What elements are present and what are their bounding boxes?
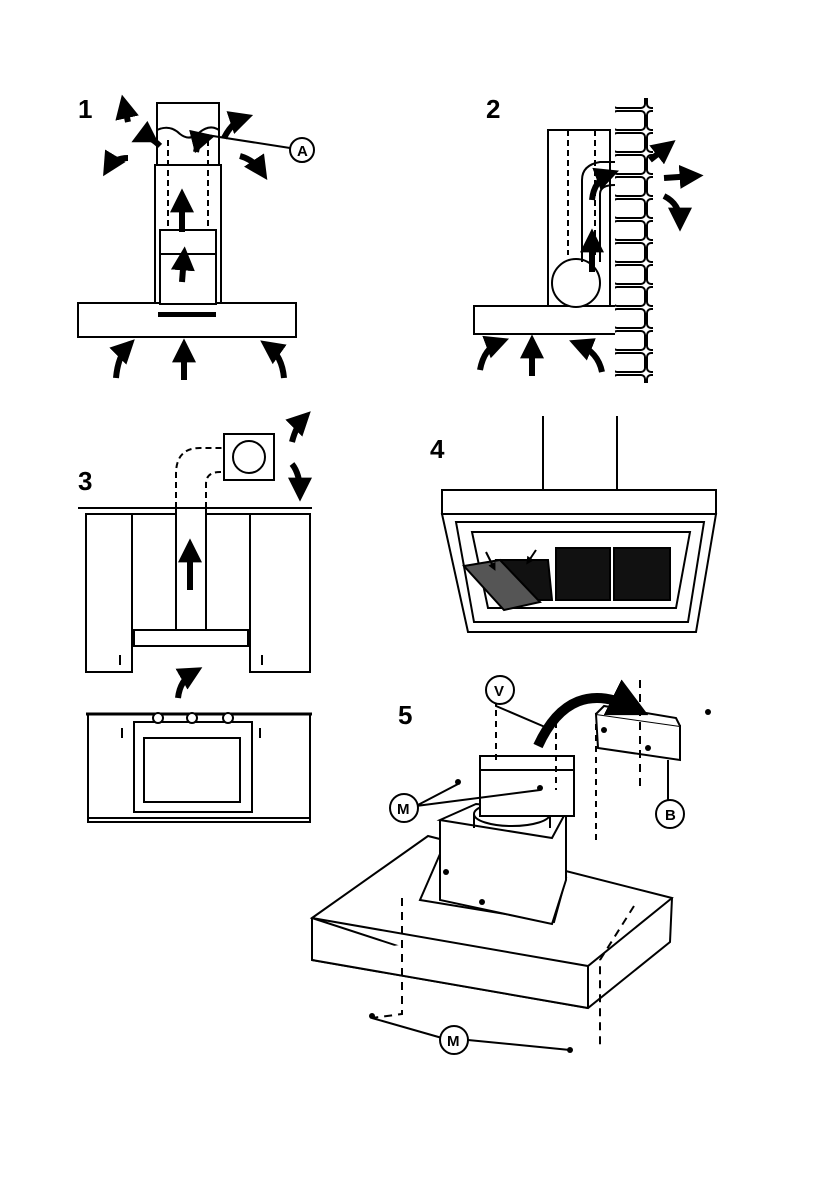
canopy-top-4 (442, 490, 716, 514)
figure-5-bracket-and-screw-mounting (312, 676, 711, 1054)
callout-V: V (494, 683, 504, 700)
motor-casing (160, 230, 216, 254)
figure-1-chimney-hood-recirculation (78, 103, 314, 380)
callout-M-upper: M (397, 801, 410, 818)
chimney-upper (157, 103, 219, 165)
knob-3 (223, 713, 233, 723)
figure-2-chimney-hood-extraction-wall (474, 98, 694, 383)
wall-cabinet-left (86, 514, 132, 672)
filter-panel-3 (614, 548, 670, 600)
figure-3-kitchen-duct-installation (78, 418, 312, 822)
brick-wall (615, 98, 653, 383)
knob-2 (187, 713, 197, 723)
fan-box (160, 254, 216, 304)
callout-B: B (665, 807, 676, 824)
leader-M-lower (372, 1018, 570, 1050)
hood-canopy-2 (474, 306, 616, 334)
knob-1 (153, 713, 163, 723)
oven-window (144, 738, 240, 802)
hood-3 (134, 630, 248, 646)
wall-cabinet-right (250, 514, 310, 672)
filter-panel-2 (556, 548, 610, 600)
mounting-bracket (480, 756, 574, 816)
figure-4-grease-filter-removal (442, 416, 716, 632)
hood-canopy (78, 303, 296, 337)
grease-filter (158, 312, 216, 317)
callout-A: A (297, 143, 308, 160)
callout-M-lower: M (447, 1033, 460, 1050)
